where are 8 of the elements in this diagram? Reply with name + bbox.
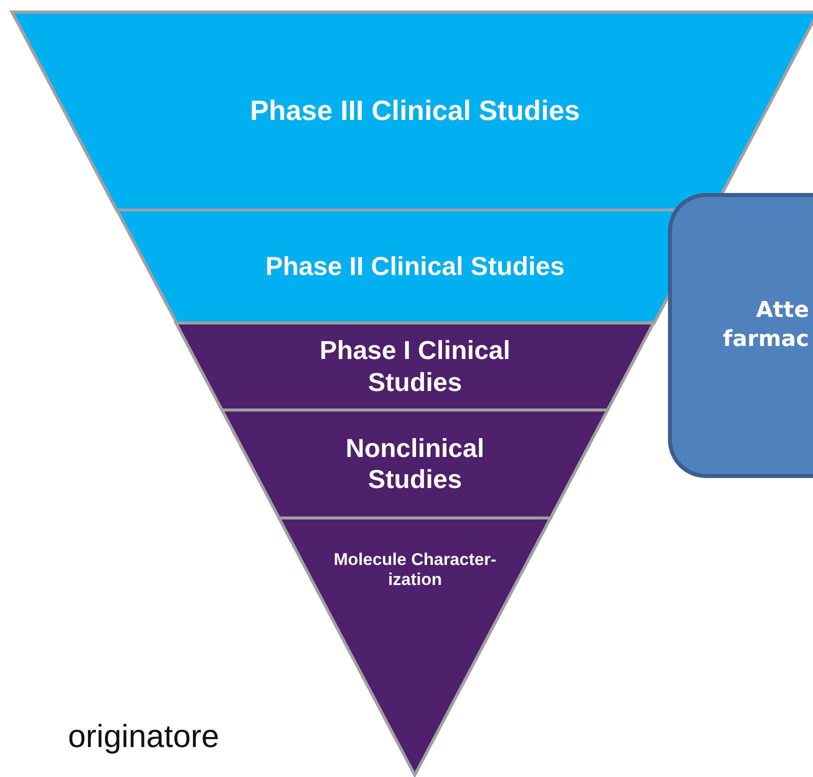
band-label: Molecule Character- ization: [332, 550, 498, 591]
rounded-card: [668, 193, 813, 478]
band-label: Phase I Clinical Studies: [318, 335, 512, 398]
band-label: Phase III Clinical Studies: [250, 94, 580, 128]
card-text: Atte farmac: [722, 296, 809, 354]
caption-text: originatore: [68, 718, 220, 755]
band-label: Phase II Clinical Studies: [265, 250, 565, 282]
band-label: Nonclinical Studies: [344, 432, 486, 496]
